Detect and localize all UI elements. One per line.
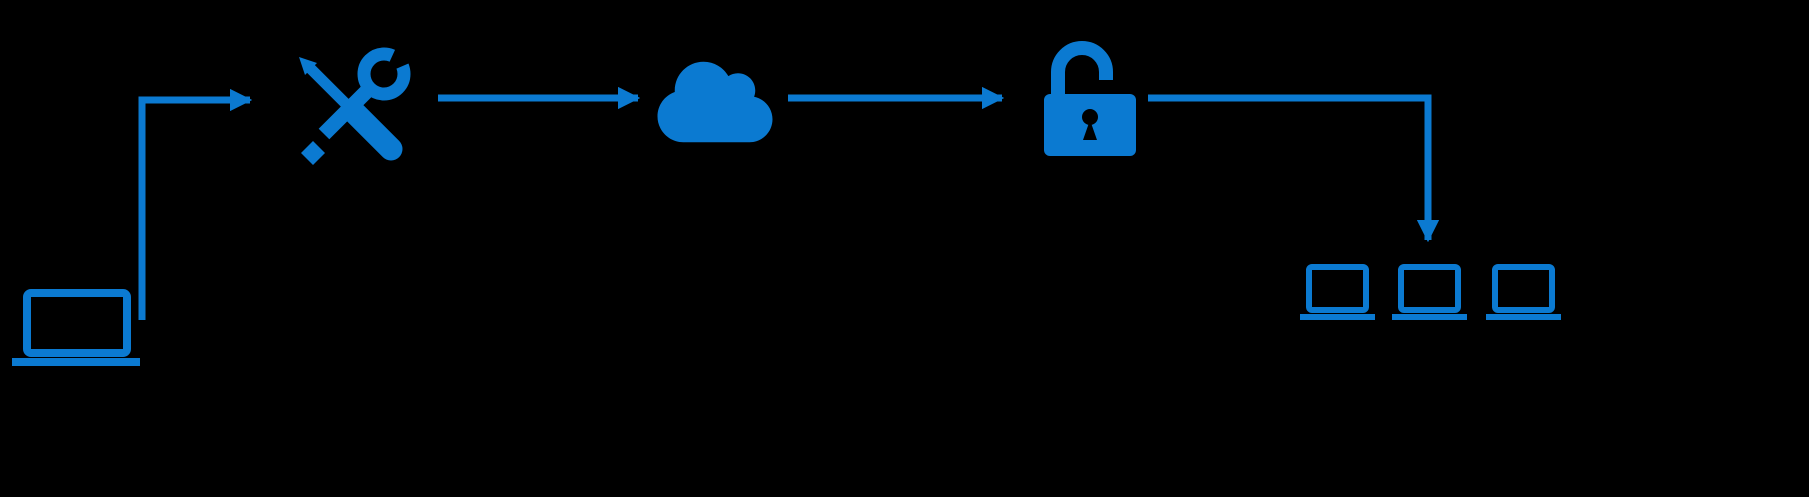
arrow-lock-to-devices	[1148, 94, 1440, 243]
laptop-icon	[12, 289, 140, 366]
unlocked-padlock-icon	[1044, 41, 1136, 156]
laptop-icon	[1392, 264, 1467, 320]
cloud-icon	[657, 61, 773, 143]
screwdriver-wrench-icon	[299, 39, 419, 165]
laptop-group	[1300, 264, 1561, 320]
laptop-icon	[1300, 264, 1375, 320]
arrow-source-to-tools	[138, 88, 253, 320]
laptop-icon	[1486, 264, 1561, 320]
